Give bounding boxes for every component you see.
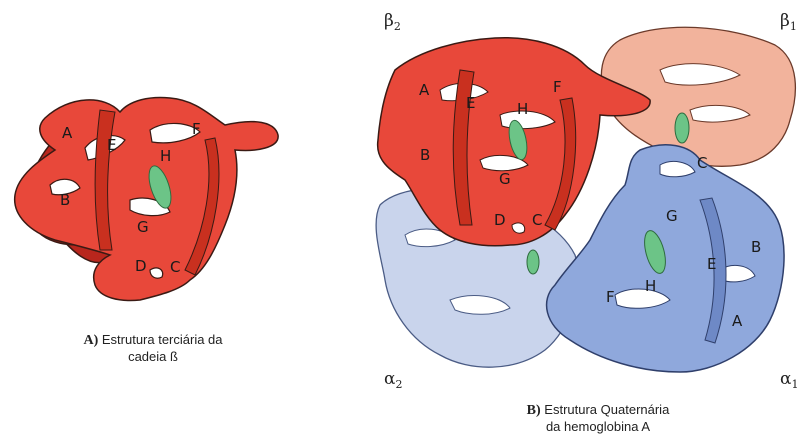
beta2-helix-label-a: A — [419, 81, 430, 99]
caption-b-line2: da hemoglobina A — [478, 419, 718, 435]
panel-a-beta-chain: A B E F H G D C — [15, 98, 278, 301]
chain-label-beta1: β1 — [780, 11, 797, 33]
helix-label-f: F — [192, 120, 201, 138]
beta2-helix-label-f: F — [553, 78, 562, 96]
helix-label-h: H — [160, 147, 171, 165]
beta2-helix-label-d: D — [494, 211, 506, 229]
caption-a-letter: A) — [83, 333, 98, 348]
beta2-helix-label-b: B — [420, 146, 430, 164]
alpha1-helix-label-h: H — [645, 277, 656, 295]
beta2-helix-label-c: C — [532, 211, 542, 229]
caption-panel-a: A) Estrutura terciária da cadeia ß — [38, 332, 268, 365]
helix-label-e: E — [107, 136, 116, 154]
alpha1-helix-label-c: C — [697, 154, 707, 172]
caption-a-line2: cadeia ß — [38, 349, 268, 365]
chain-label-beta2: β2 — [384, 11, 401, 33]
alpha1-helix-label-a: A — [732, 312, 743, 330]
panel-b-hemoglobin: A B E F H G D C C G E B H F A β2 β1 α2 α… — [376, 11, 798, 391]
helix-label-b: B — [60, 191, 70, 209]
alpha1-helix-label-f: F — [606, 288, 615, 306]
alpha1-helix-label-b: B — [751, 238, 761, 256]
alpha1-helix-label-g: G — [666, 207, 678, 225]
chain-label-alpha1: α1 — [780, 369, 798, 391]
caption-b-letter: B) — [527, 403, 541, 418]
caption-b-line1: Estrutura Quaternária — [544, 402, 669, 417]
beta1-heme-icon — [675, 113, 689, 143]
alpha2-heme-icon — [527, 250, 539, 274]
chain-label-alpha2: α2 — [384, 369, 402, 391]
helix-label-a: A — [62, 124, 73, 142]
beta2-helix-label-h: H — [517, 100, 528, 118]
caption-panel-b: B) Estrutura Quaternária da hemoglobina … — [478, 402, 718, 435]
helix-label-g: G — [137, 218, 149, 236]
caption-a-line1: Estrutura terciária da — [102, 332, 223, 347]
helix-label-c: C — [170, 258, 180, 276]
beta2-helix-label-g: G — [499, 170, 511, 188]
beta-chain-loop-hole-5 — [150, 268, 163, 278]
helix-label-d: D — [135, 257, 147, 275]
alpha1-helix-label-e: E — [707, 255, 716, 273]
beta2-helix-label-e: E — [466, 94, 475, 112]
